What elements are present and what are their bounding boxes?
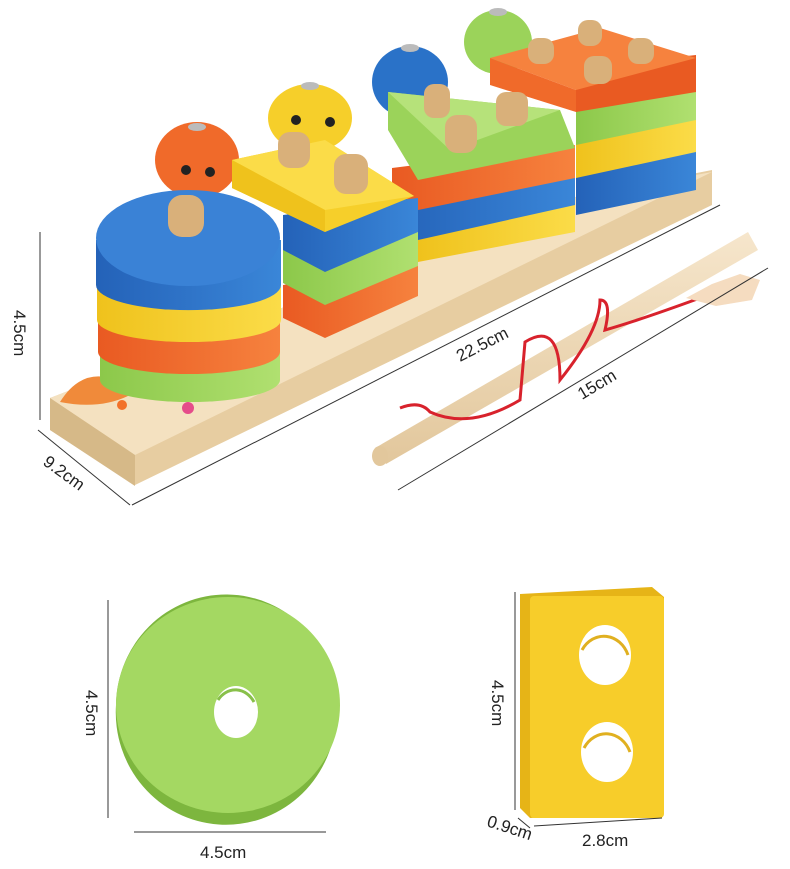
yellow-rectangle-piece (520, 587, 664, 818)
fishing-rod (372, 232, 760, 466)
dimension-ring-height: 4.5cm (82, 600, 109, 818)
circle-ring-stack (96, 190, 281, 402)
dimension-board-height: 4.5cm (10, 232, 41, 420)
block-thickness-label: 0.9cm (485, 812, 535, 844)
board-length-label: 22.5cm (453, 323, 511, 365)
dimension-block-thickness: 0.9cm (485, 812, 535, 844)
ring-width-label: 4.5cm (200, 843, 246, 862)
board-height-label: 4.5cm (10, 310, 29, 356)
rectangle-block-stack (232, 132, 418, 338)
block-width-label: 2.8cm (582, 831, 628, 850)
triangle-block-stack (388, 84, 575, 262)
rod-length-label: 15cm (574, 366, 619, 404)
dimension-block-height: 4.5cm (488, 592, 516, 810)
ring-height-label: 4.5cm (82, 690, 101, 736)
wooden-pegs (278, 132, 368, 194)
dimension-block-width: 2.8cm (533, 817, 663, 850)
wooden-pegs (528, 20, 654, 84)
magnet-hook (686, 274, 760, 306)
green-ring-piece (115, 594, 340, 825)
wooden-peg (168, 195, 204, 237)
fishing-string (399, 296, 701, 421)
block-hole-bottom (581, 722, 633, 782)
square-block-stack (490, 20, 696, 215)
block-height-label: 4.5cm (488, 680, 507, 726)
wooden-pegs (424, 84, 528, 153)
dimension-ring-width: 4.5cm (134, 831, 326, 862)
ring-hole (214, 686, 258, 738)
board-width-label: 9.2cm (40, 452, 89, 495)
block-hole-top (579, 625, 631, 685)
